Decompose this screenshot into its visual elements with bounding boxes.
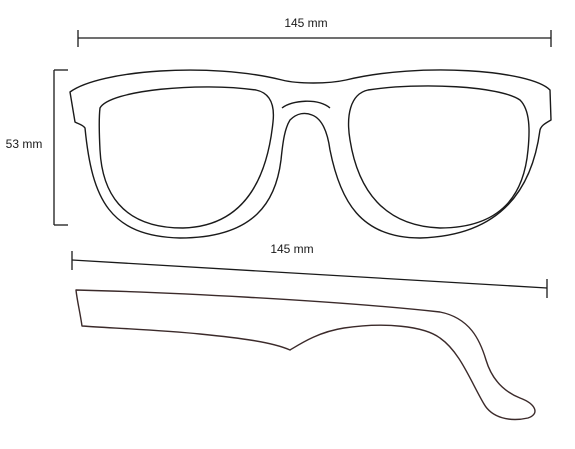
right-lens <box>347 85 530 229</box>
temple-length-dimension <box>71 251 548 298</box>
frame-bridge <box>281 100 331 109</box>
frame-width-dimension <box>77 30 552 47</box>
temple-length-line <box>71 259 548 289</box>
frame-front-view <box>69 69 552 239</box>
temple-arm <box>75 289 536 421</box>
frame-height-dimension <box>53 69 68 226</box>
frame-height-label: 53 mm <box>6 137 43 151</box>
frame-width-label: 145 mm <box>284 16 327 30</box>
left-lens <box>98 86 275 229</box>
temple-length-label: 145 mm <box>270 242 313 256</box>
